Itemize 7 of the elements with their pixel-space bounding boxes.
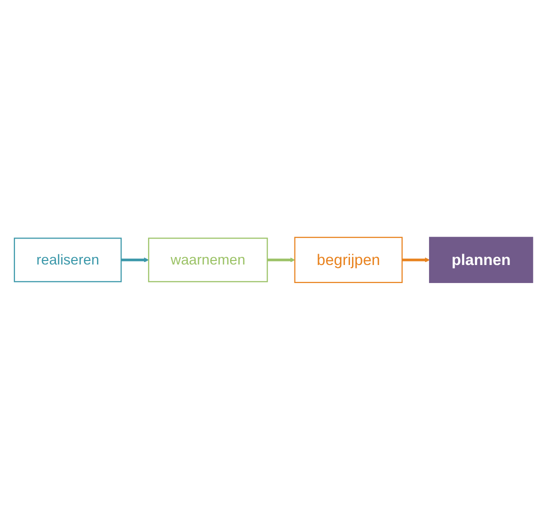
node-box: plannen [429, 236, 534, 283]
node-box: waarnemen [148, 237, 268, 282]
arrow [121, 257, 149, 262]
arrow [267, 257, 296, 262]
node-box: realiseren [14, 237, 122, 282]
node-box: begrijpen [294, 236, 403, 283]
arrow [402, 257, 430, 262]
